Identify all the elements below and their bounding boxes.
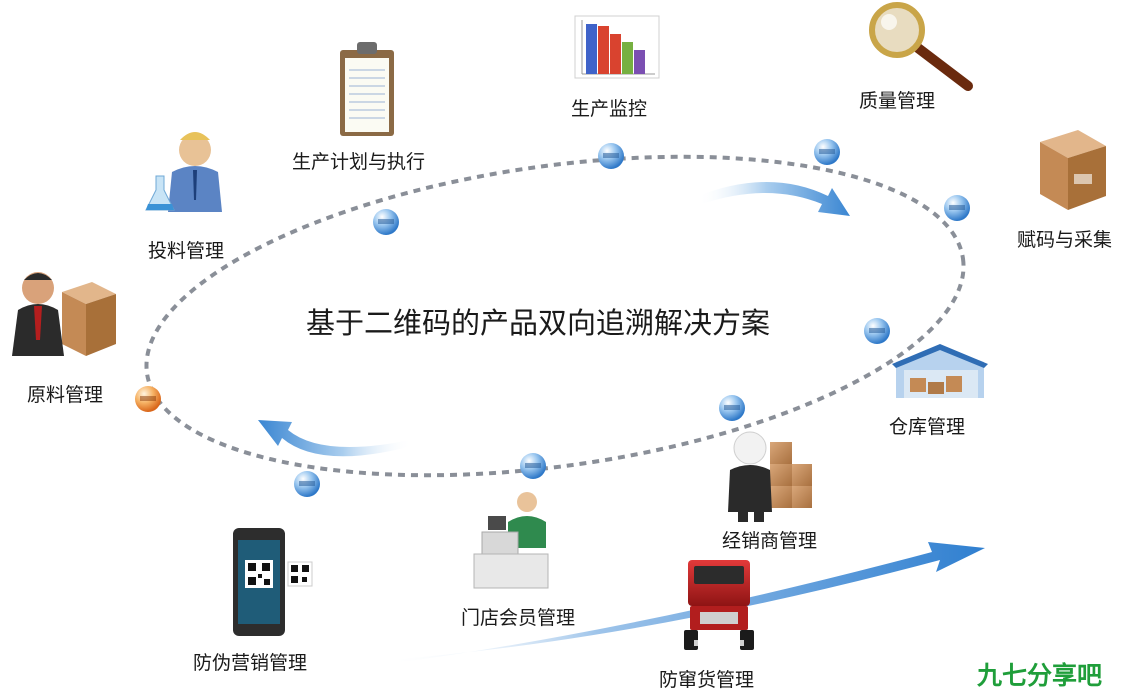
ring-node-2 xyxy=(598,143,624,169)
watermark-logo: 九七分享吧 xyxy=(977,661,1103,690)
flow-arrow-bottom xyxy=(388,542,985,664)
magnifier-icon xyxy=(869,2,973,91)
ring-node-start xyxy=(135,386,161,412)
raw-material-icon xyxy=(12,272,116,356)
ring-node-7 xyxy=(520,453,546,479)
label-anti-fake: 防伪营销管理 xyxy=(193,652,308,674)
bar-chart-icon xyxy=(574,15,660,79)
ring-node-6 xyxy=(719,395,745,421)
feeding-icon xyxy=(145,132,222,212)
diagram-title: 基于二维码的产品双向追溯解决方案 xyxy=(306,306,771,340)
ring-node-8 xyxy=(294,471,320,497)
label-production-monitor: 生产监控 xyxy=(571,98,648,120)
flow-arrow-left xyxy=(258,420,412,457)
label-quality: 质量管理 xyxy=(859,90,936,112)
ring-node-3 xyxy=(814,139,840,165)
ring-node-5 xyxy=(864,318,890,344)
cashier-icon xyxy=(473,492,549,589)
label-raw-material: 原料管理 xyxy=(27,384,104,406)
truck-icon xyxy=(684,560,754,650)
label-plan: 生产计划与执行 xyxy=(292,151,426,173)
phone-qr-icon xyxy=(233,528,313,636)
ring-node-1 xyxy=(373,209,399,235)
box-icon xyxy=(1040,130,1106,210)
flow-arrow-top xyxy=(698,182,850,216)
label-distributor: 经销商管理 xyxy=(722,530,818,552)
label-coding: 赋码与采集 xyxy=(1017,229,1113,251)
warehouse-icon xyxy=(892,344,988,398)
trace-loop-ring xyxy=(144,154,966,478)
label-anti-channel: 防窜货管理 xyxy=(659,669,755,691)
label-store-member: 门店会员管理 xyxy=(461,607,576,629)
label-warehouse: 仓库管理 xyxy=(889,416,966,438)
distributor-icon xyxy=(728,431,812,522)
label-feeding: 投料管理 xyxy=(148,240,225,262)
ring-node-4 xyxy=(944,195,970,221)
clipboard-icon xyxy=(340,42,394,136)
